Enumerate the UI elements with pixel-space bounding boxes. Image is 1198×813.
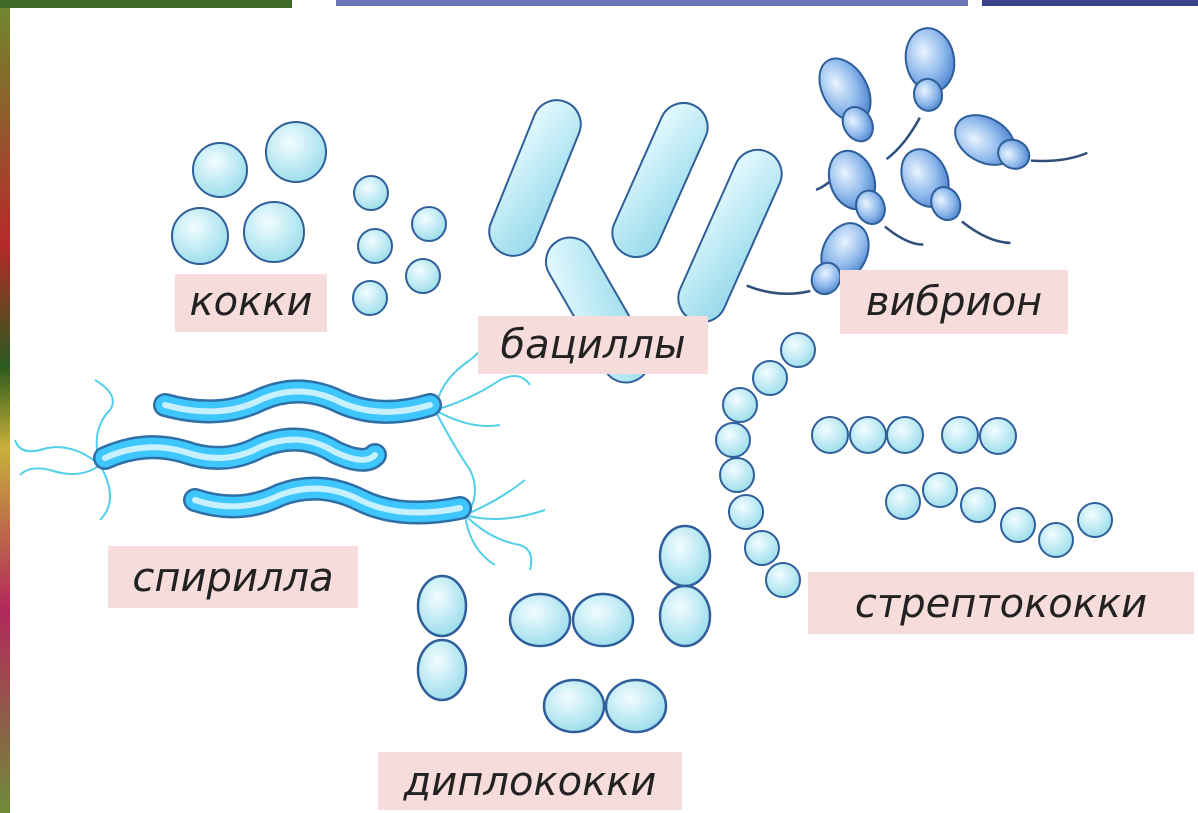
diplococcus-cell [418, 640, 466, 700]
diplococci-group [418, 526, 710, 732]
label-diplococci: диплококки [378, 752, 682, 810]
diplococcus-cell [510, 594, 570, 646]
streptococcus-cell [716, 423, 750, 457]
streptococcus-cell [923, 473, 957, 507]
streptococcus-cell [1001, 508, 1035, 542]
streptococcus-cell [887, 417, 923, 453]
bacillus-rod [605, 95, 716, 264]
diplococcus-cell [660, 586, 710, 646]
coccus-cell [412, 207, 446, 241]
streptococci-group [716, 333, 1112, 597]
streptococcus-cell [961, 488, 995, 522]
flagellum [465, 510, 545, 519]
label-spirilla-text: спирилла [132, 555, 333, 601]
coccus-cell [266, 122, 326, 182]
streptococcus-cell [980, 418, 1016, 454]
coccus-cell [193, 143, 247, 197]
label-diplococci-text: диплококки [403, 759, 657, 805]
coccus-cell [354, 176, 388, 210]
vibrio-cell [946, 89, 1087, 206]
streptococcus-cell [850, 417, 886, 453]
flagellum [435, 410, 500, 426]
diplococcus-cell [573, 594, 633, 646]
streptococcus-cell [729, 495, 763, 529]
streptococcus-cell [745, 531, 779, 565]
coccus-cell [406, 259, 440, 293]
flagellum [435, 330, 483, 410]
coccus-cell [244, 202, 304, 262]
label-streptococci-text: стрептококки [855, 581, 1147, 627]
label-spirilla: спирилла [108, 546, 358, 608]
streptococcus-cell [766, 563, 800, 597]
streptococcus-cell [1078, 503, 1112, 537]
spirilla-group [15, 330, 545, 570]
label-streptococci: стрептококки [808, 572, 1194, 634]
diplococcus-cell [418, 576, 466, 636]
streptococcus-cell [812, 417, 848, 453]
label-vibrio-text: вибрион [866, 279, 1042, 325]
streptococcus-cell [781, 333, 815, 367]
flagellum [20, 465, 100, 475]
label-vibrio: вибрион [840, 270, 1068, 334]
label-cocci-text: кокки [190, 279, 313, 325]
label-bacilli: бациллы [478, 316, 708, 374]
label-bacilli-text: бациллы [500, 322, 685, 368]
vibrio-cell [865, 24, 969, 159]
flagellum [435, 376, 530, 410]
streptococcus-cell [753, 361, 787, 395]
diplococcus-cell [660, 526, 710, 586]
streptococcus-cell [720, 458, 754, 492]
diplococcus-cell [544, 680, 604, 732]
label-cocci: кокки [175, 274, 327, 332]
flagellum [465, 515, 495, 565]
streptococcus-cell [886, 485, 920, 519]
streptococcus-cell [1039, 523, 1073, 557]
flagellum [435, 410, 475, 510]
flagellum [15, 440, 100, 465]
coccus-cell [172, 208, 228, 264]
streptococcus-cell [723, 388, 757, 422]
flagellum [100, 465, 110, 520]
streptococcus-cell [942, 417, 978, 453]
diplococcus-cell [606, 680, 666, 732]
flagellum [465, 515, 531, 570]
coccus-cell [358, 229, 392, 263]
coccus-cell [353, 281, 387, 315]
